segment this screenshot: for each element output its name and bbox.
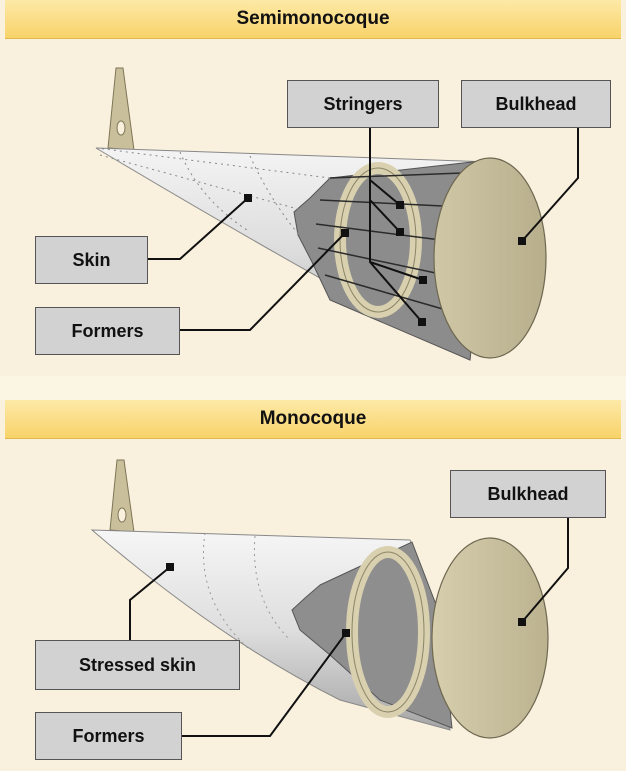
semimonocoque-panel: Semimonocoque [0, 0, 626, 376]
monocoque-panel: Monocoque [0, 400, 626, 771]
tail-fin [108, 68, 134, 150]
bulkhead-pointer [518, 237, 526, 245]
formers-label: Formers [35, 307, 180, 355]
stressed-skin-label: Stressed skin [35, 640, 240, 690]
stressed-skin-pointer [166, 563, 174, 571]
stringer-pointer-3 [419, 276, 427, 284]
bulkhead-pointer [518, 618, 526, 626]
bulkhead-disc [434, 158, 546, 358]
stringers-label: Stringers [287, 80, 439, 128]
formers-label: Formers [35, 712, 182, 760]
formers-pointer [342, 629, 350, 637]
bulkhead-label: Bulkhead [450, 470, 606, 518]
stringer-pointer-4 [418, 318, 426, 326]
bulkhead-disc [432, 538, 548, 738]
stringer-pointer-1 [396, 201, 404, 209]
skin-pointer [244, 194, 252, 202]
stringer-pointer-2 [396, 228, 404, 236]
bulkhead-label: Bulkhead [461, 80, 611, 128]
skin-label: Skin [35, 236, 148, 284]
formers-pointer [341, 229, 349, 237]
